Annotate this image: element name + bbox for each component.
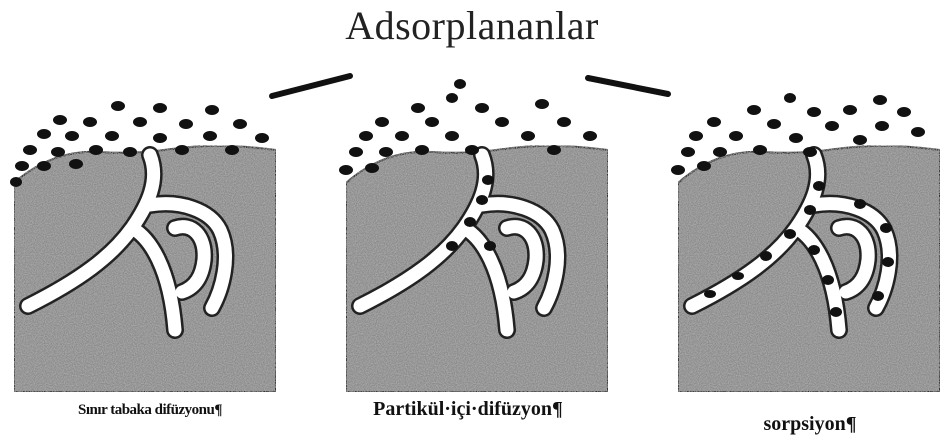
panel-intraparticle-diffusion [339, 79, 608, 392]
connector-line-left [272, 76, 350, 96]
caption-boundary-layer-diffusion: Sınır tabaka difüzyonu¶ [20, 402, 280, 419]
connector-line-right [588, 78, 668, 94]
caption-intraparticle-diffusion: Partikül·içi·difüzyon¶ [318, 398, 618, 421]
caption-sorption: sorpsiyon¶ [700, 413, 920, 436]
panel-boundary-layer-diffusion [10, 101, 276, 392]
panel-sorption [671, 93, 940, 392]
